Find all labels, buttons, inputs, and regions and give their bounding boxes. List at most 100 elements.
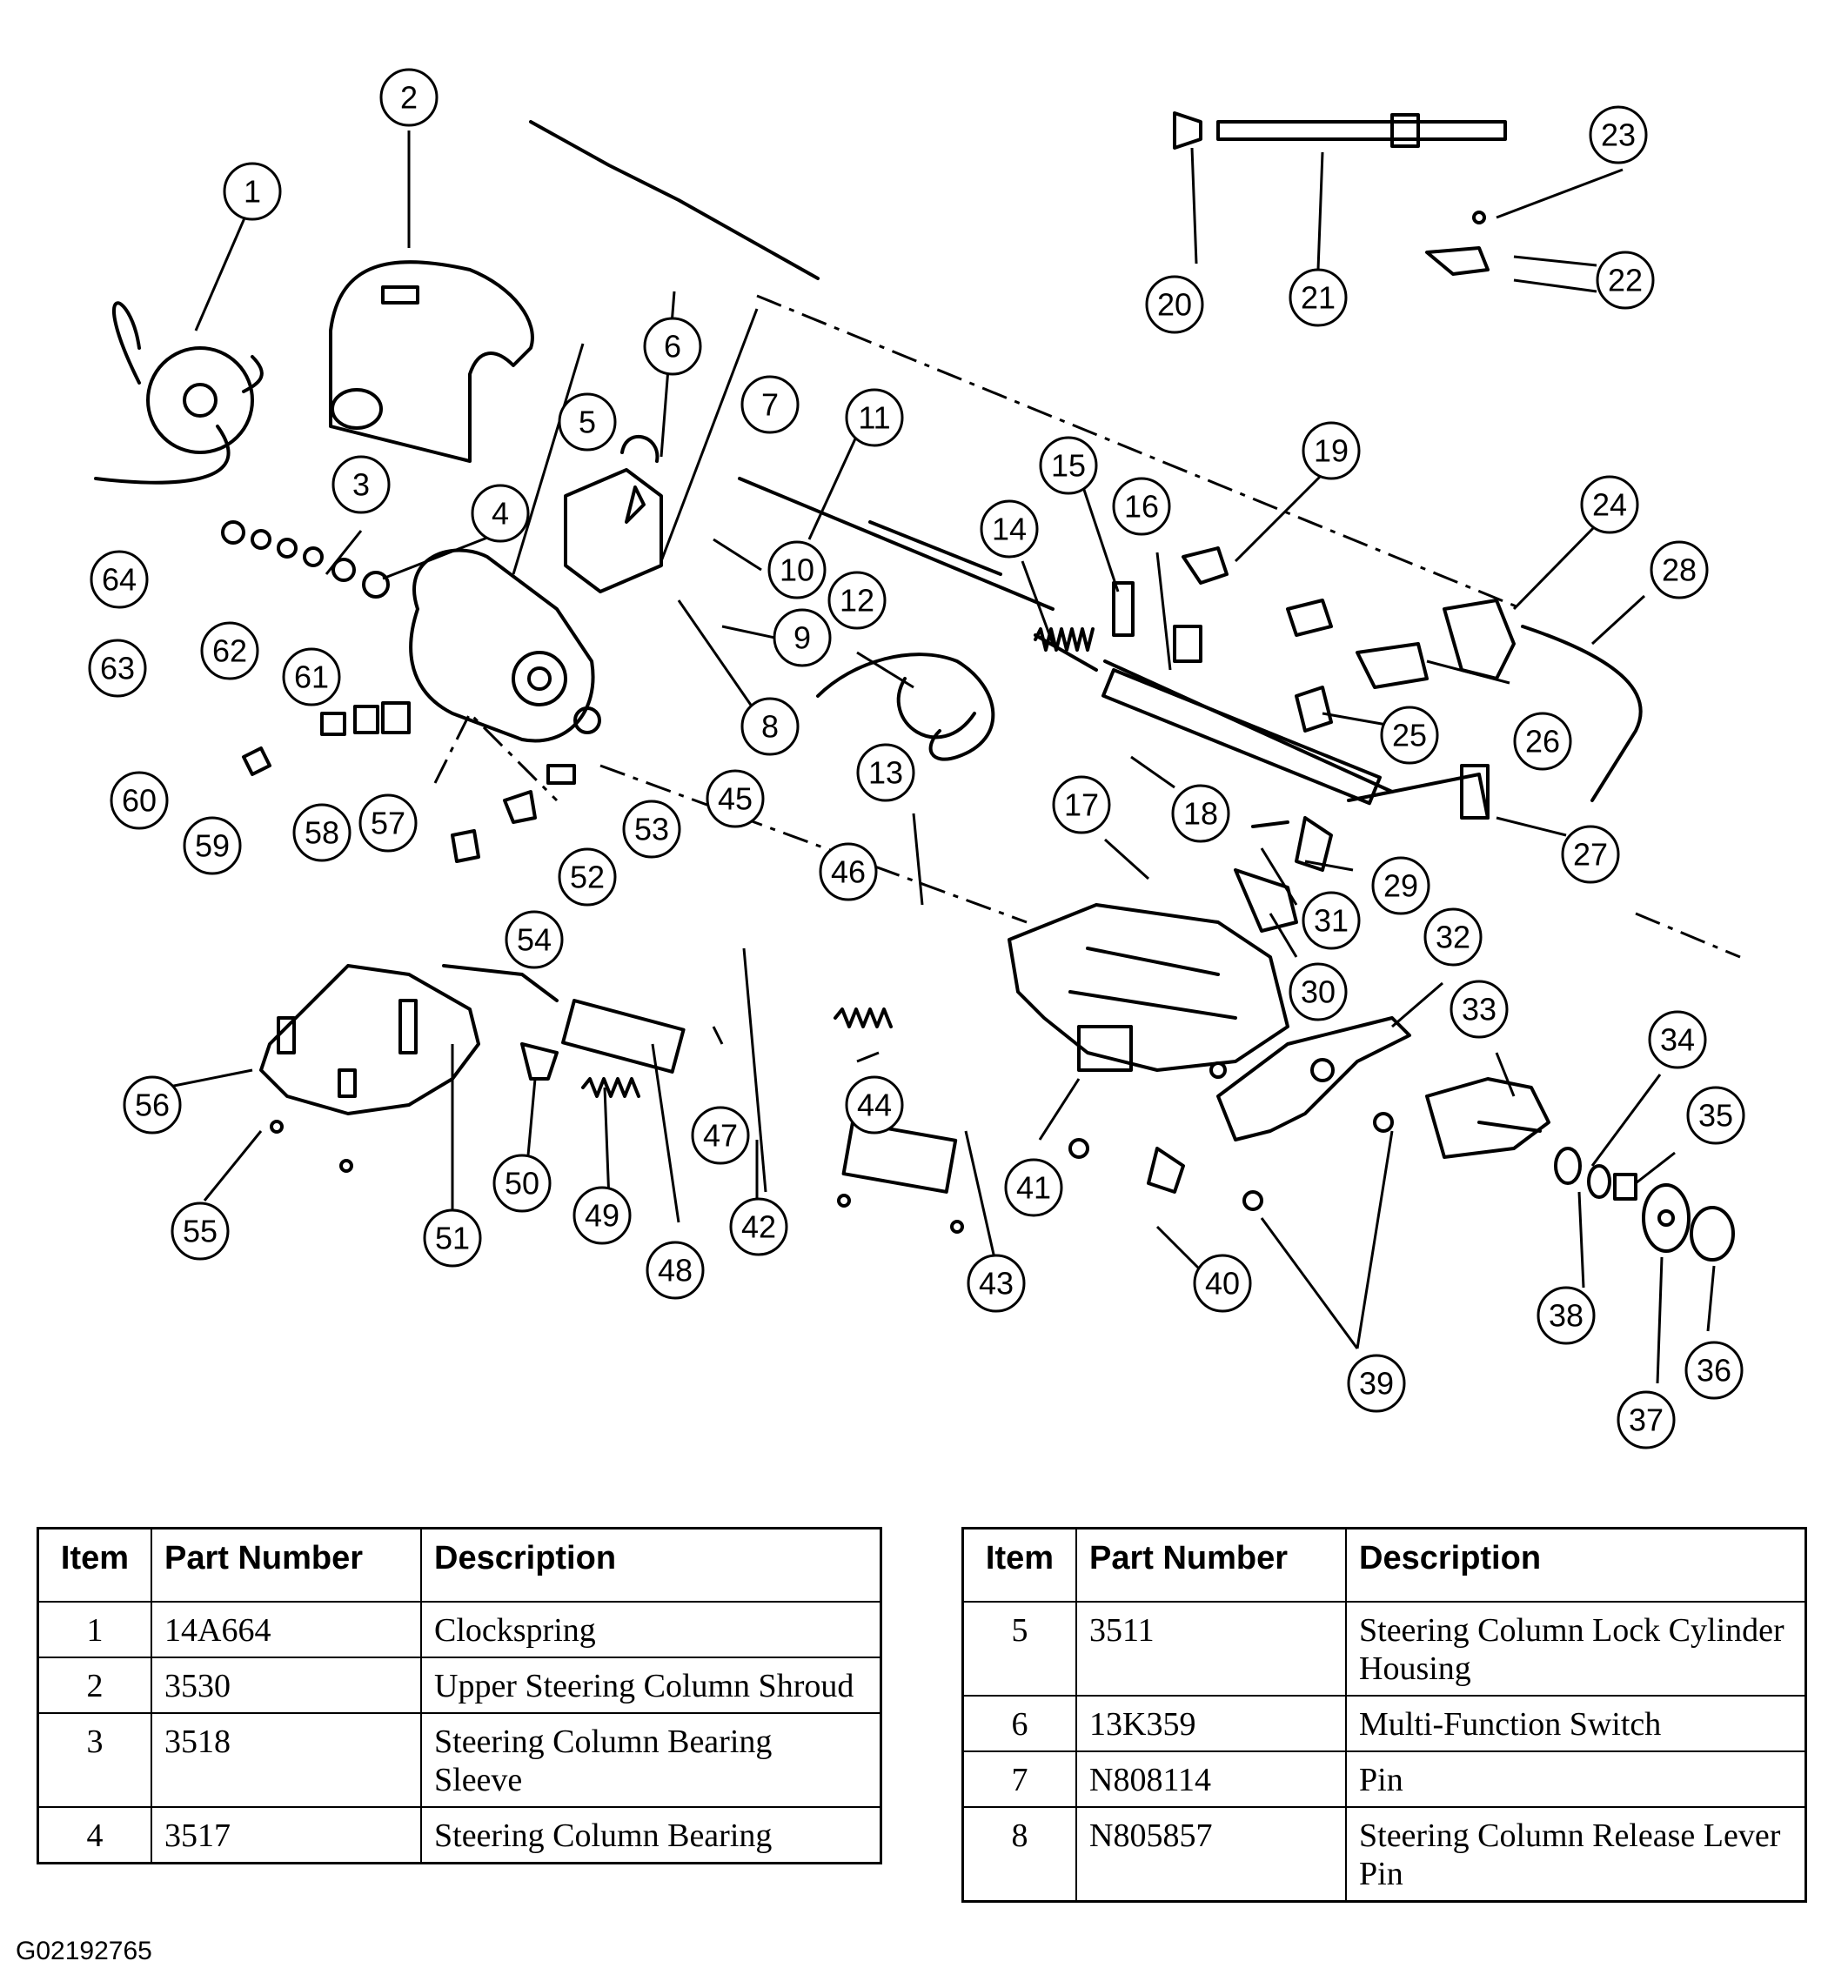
callout-23: 23	[1589, 105, 1648, 164]
callout-circle	[691, 1106, 750, 1165]
callout-circle	[706, 769, 765, 828]
callout-circle	[471, 484, 530, 543]
lock-housing-small-parts	[221, 485, 646, 863]
callout-circle	[1650, 540, 1709, 599]
lower-shaft-part	[529, 120, 1394, 806]
cell-part-number: N805857	[1075, 1806, 1347, 1903]
callout-circle	[643, 317, 702, 376]
assembly-centerline	[756, 294, 1523, 611]
callout-circle	[423, 1208, 482, 1268]
callout-circle	[1684, 1341, 1744, 1400]
callout-circle	[819, 842, 878, 901]
callout-circle	[646, 1241, 705, 1300]
callout-60: 60	[110, 771, 169, 830]
callout-circle	[292, 803, 352, 862]
callout-circle	[622, 800, 681, 859]
table-row: 2 3530 Upper Steering Column Shroud	[37, 1657, 882, 1714]
callout-circle	[1371, 856, 1430, 915]
callout-4: 4	[471, 484, 530, 543]
callout-circle	[856, 743, 915, 802]
callout-number: 10	[780, 552, 814, 588]
column-bracket-part	[1008, 903, 1289, 1072]
callout-number: 53	[634, 812, 669, 847]
callout-circle	[1423, 907, 1483, 967]
bearing-stack-parts	[1554, 1147, 1735, 1262]
cell-item: 4	[37, 1806, 152, 1864]
callout-circle	[200, 621, 259, 680]
callout-1: 1	[223, 162, 282, 221]
header-description: Description	[1345, 1527, 1807, 1603]
callout-number: 50	[505, 1166, 539, 1202]
callout-29: 29	[1371, 856, 1430, 915]
header-item: Item	[961, 1527, 1077, 1603]
table-header-row: Item Part Number Description	[961, 1527, 1807, 1603]
cell-item: 5	[961, 1601, 1077, 1697]
cell-item: 1	[37, 1601, 152, 1658]
callout-number: 63	[100, 651, 135, 686]
table-row: 5 3511 Steering Column Lock Cylinder Hou…	[961, 1601, 1807, 1697]
callout-55: 55	[171, 1202, 230, 1261]
callout-number: 59	[195, 828, 230, 864]
callout-number: 15	[1051, 448, 1086, 484]
callout-circle	[845, 388, 904, 447]
callout-number: 31	[1314, 903, 1349, 939]
callout-number: 22	[1608, 263, 1643, 298]
cell-item: 3	[37, 1712, 152, 1808]
callout-circle	[572, 1186, 632, 1245]
callout-57: 57	[358, 793, 418, 853]
callout-number: 12	[840, 583, 874, 619]
callout-circle	[331, 455, 391, 514]
callout-36: 36	[1684, 1341, 1744, 1400]
callout-48: 48	[646, 1241, 705, 1300]
cell-item: 6	[961, 1695, 1077, 1752]
callout-14: 14	[980, 499, 1039, 559]
callout-39: 39	[1347, 1354, 1406, 1413]
callout-63: 63	[88, 639, 147, 698]
callout-number: 5	[579, 405, 596, 440]
header-item: Item	[37, 1527, 152, 1603]
callout-circle	[90, 550, 149, 609]
callout-number: 9	[793, 620, 811, 656]
header-description: Description	[420, 1527, 882, 1603]
small-bracket-part	[1425, 211, 1490, 276]
callout-circle	[740, 375, 800, 434]
callout-21: 21	[1289, 268, 1348, 327]
callout-circle	[773, 608, 832, 667]
table-row: 8 N805857 Steering Column Release Lever …	[961, 1806, 1807, 1903]
callout-circle	[1580, 475, 1639, 534]
callout-number: 29	[1383, 868, 1418, 904]
callout-number: 3	[352, 467, 370, 503]
lower-left-parts	[442, 964, 958, 1194]
callout-number: 2	[400, 80, 418, 116]
callout-circle	[123, 1075, 182, 1135]
callout-number: 57	[371, 806, 405, 841]
callout-number: 20	[1157, 287, 1192, 323]
callout-circle	[1686, 1086, 1745, 1145]
callout-number: 56	[135, 1088, 170, 1123]
callout-number: 34	[1660, 1022, 1695, 1058]
upper-shroud-part	[329, 260, 534, 463]
callout-circle	[282, 647, 341, 706]
shift-lever-parts	[1347, 599, 1643, 820]
header-part-number: Part Number	[151, 1527, 422, 1603]
callout-circle	[110, 771, 169, 830]
callout-circle	[767, 540, 827, 599]
callout-circle	[379, 68, 439, 127]
cell-description: Upper Steering Column Shroud	[420, 1657, 882, 1714]
callout-35: 35	[1686, 1086, 1745, 1145]
callout-circle	[827, 571, 887, 630]
cell-description: Steering Column Bearing	[420, 1806, 882, 1864]
callout-30: 30	[1289, 962, 1348, 1021]
callout-circle	[1596, 251, 1655, 310]
multi-function-switch-part	[564, 435, 663, 593]
callout-circle	[183, 816, 242, 875]
callout-number: 23	[1601, 117, 1636, 153]
callout-number: 46	[831, 854, 866, 890]
callout-circle	[1171, 784, 1230, 843]
parts-table-right: Item Part Number Description 5 3511 Stee…	[961, 1527, 1807, 1903]
callout-number: 6	[664, 329, 681, 365]
table-row: 3 3518 Steering Column Bearing Sleeve	[37, 1712, 882, 1808]
callout-circle	[358, 793, 418, 853]
cell-description: Pin	[1345, 1750, 1807, 1808]
callout-31: 31	[1302, 891, 1361, 950]
